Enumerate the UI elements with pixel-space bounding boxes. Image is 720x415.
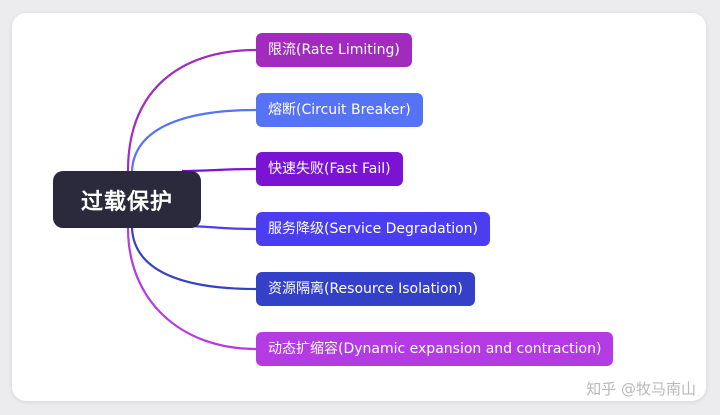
- node-dynamic-scaling[interactable]: 动态扩缩容(Dynamic expansion and contraction): [256, 332, 614, 366]
- node-service-degradation[interactable]: 服务降级(Service Degradation): [256, 212, 491, 246]
- node-label: 动态扩缩容(Dynamic expansion and contraction): [268, 341, 602, 357]
- node-label: 快速失败(Fast Fail): [268, 161, 391, 177]
- node-label: 服务降级(Service Degradation): [268, 221, 479, 237]
- root-node-overload-protection[interactable]: 过载保护: [53, 171, 201, 228]
- node-rate-limiting[interactable]: 限流(Rate Limiting): [256, 33, 412, 67]
- node-circuit-breaker[interactable]: 熔断(Circuit Breaker): [256, 93, 423, 127]
- node-label: 限流(Rate Limiting): [268, 42, 400, 58]
- node-resource-isolation[interactable]: 资源隔离(Resource Isolation): [256, 272, 475, 306]
- node-label: 资源隔离(Resource Isolation): [268, 281, 463, 297]
- root-node-label: 过载保护: [80, 189, 173, 215]
- watermark: 知乎 @牧马南山: [586, 380, 696, 398]
- node-label: 熔断(Circuit Breaker): [268, 102, 411, 118]
- connector-fast-fail: [181, 167, 257, 173]
- connector-resource-isolation: [130, 227, 257, 291]
- connector-rate-limiting: [126, 48, 257, 172]
- node-fast-fail[interactable]: 快速失败(Fast Fail): [256, 152, 403, 186]
- connector-dynamic-scaling: [126, 227, 257, 351]
- connector-circuit-breaker: [130, 108, 257, 172]
